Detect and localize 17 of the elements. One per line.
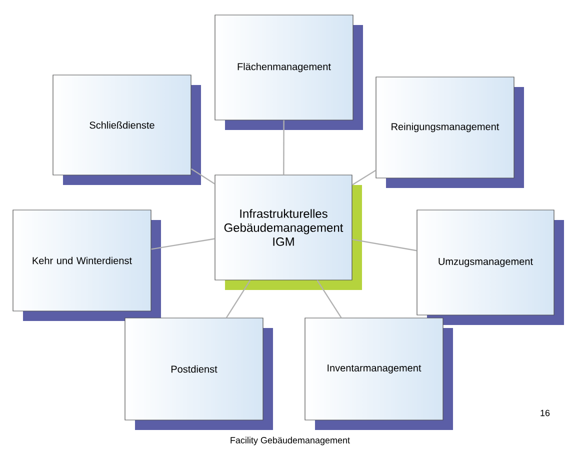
- connector-line: [151, 238, 215, 250]
- box: Kehr und Winterdienst: [12, 210, 161, 321]
- box: Schließdienste: [52, 74, 201, 185]
- connector-line: [226, 280, 251, 318]
- connector-line: [283, 120, 284, 175]
- box: Inventarmanagement: [304, 318, 453, 430]
- connector-line: [316, 280, 342, 318]
- connector-line: [190, 168, 216, 184]
- connector-line: [352, 170, 376, 186]
- footer-text: Facility Gebäudemanagement: [230, 436, 350, 446]
- box: Infrastrukturelles Gebäudemanagement IGM: [214, 174, 362, 290]
- connector-line: [352, 238, 417, 252]
- box: Flächenmanagement: [214, 14, 363, 130]
- page-number: 16: [540, 410, 550, 416]
- box: Postdienst: [124, 318, 273, 430]
- box: Umzugsmanagement: [416, 210, 564, 325]
- box: Reinigungsmanagement: [376, 76, 524, 188]
